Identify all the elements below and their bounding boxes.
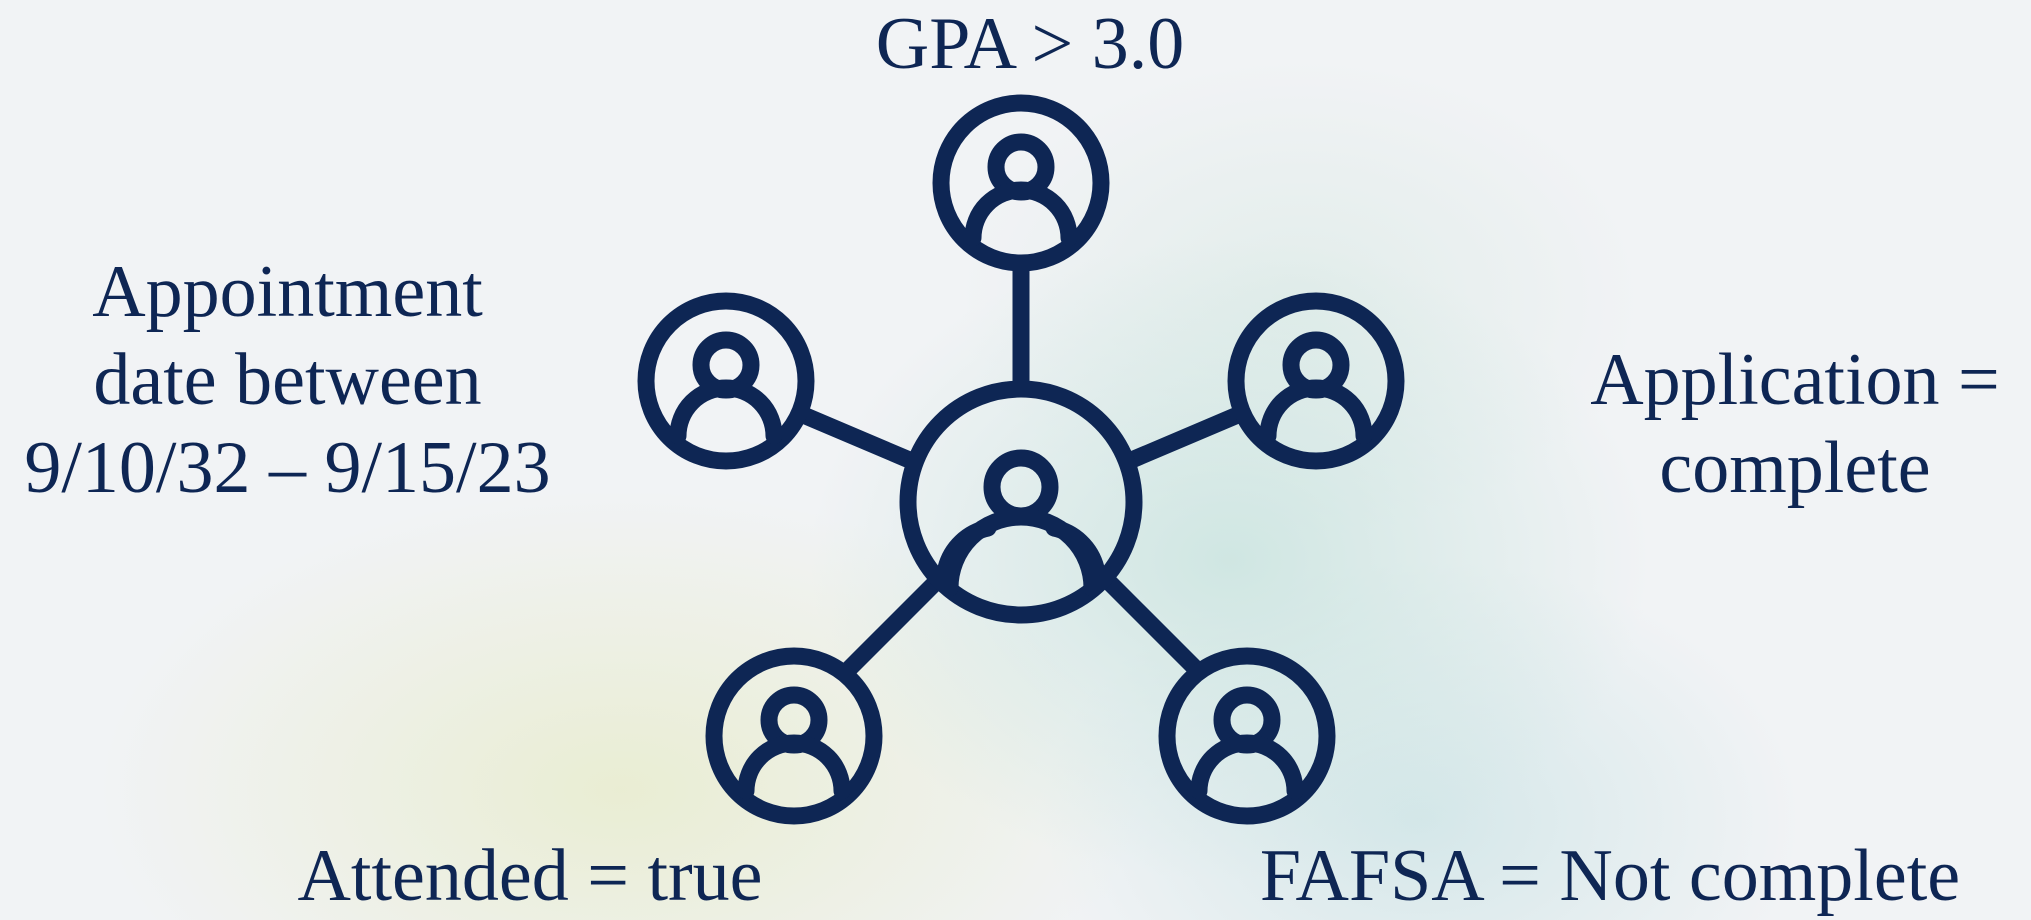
label-gpa: GPA > 3.0 — [830, 0, 1230, 88]
label-appointment-line-2: date between — [93, 339, 482, 421]
label-fafsa-text: FAFSA = Not complete — [1259, 835, 1961, 917]
label-attended-text: Attended = true — [297, 835, 763, 917]
person-icon-top — [932, 94, 1110, 272]
connector-bottom-left — [841, 571, 947, 677]
person-icon-left — [637, 292, 815, 470]
label-application-line-1: Application = — [1590, 339, 2000, 421]
center-person-icon — [899, 380, 1143, 624]
label-fafsa: FAFSA = Not complete — [1200, 832, 2020, 920]
label-attended: Attended = true — [230, 832, 830, 920]
connector-left — [792, 405, 916, 468]
label-appointment-line-1: Appointment — [92, 251, 483, 333]
label-appointment-date: Appointment date between 9/10/32 – 9/15/… — [0, 248, 575, 512]
person-icon-bottom-left — [705, 647, 883, 825]
connector-right — [1125, 405, 1249, 468]
label-gpa-text: GPA > 3.0 — [875, 3, 1185, 85]
label-application: Application = complete — [1560, 336, 2030, 512]
person-icon-bottom-right — [1158, 647, 1336, 825]
label-application-line-2: complete — [1659, 427, 1931, 509]
connector-bottom-right — [1098, 571, 1204, 677]
person-icon-right — [1227, 292, 1405, 470]
label-appointment-line-3: 9/10/32 – 9/15/23 — [24, 427, 551, 509]
